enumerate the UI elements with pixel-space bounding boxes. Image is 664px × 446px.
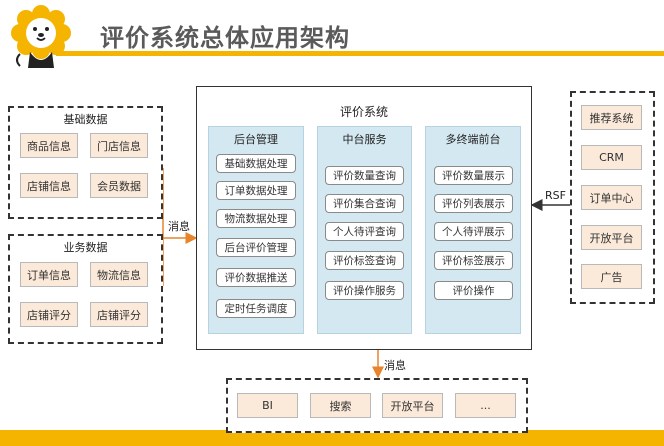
consumer-system-item[interactable]: 推荐系统 [581, 105, 642, 130]
consumer-system-item[interactable]: 订单中心 [581, 185, 642, 210]
page-title: 评价系统总体应用架构 [100, 24, 350, 52]
backend-item[interactable]: 物流数据处理 [216, 209, 296, 228]
column-title: 中台服务 [342, 133, 387, 146]
middle-item[interactable]: 评价操作服务 [325, 281, 404, 300]
consumer-system-item[interactable]: 广告 [581, 264, 642, 289]
basic-data-item[interactable]: 会员数据 [90, 173, 148, 198]
business-data-item[interactable]: 店铺评分 [20, 302, 78, 327]
column-title: 后台管理 [234, 133, 278, 146]
header-divider [56, 51, 664, 56]
column-title: 多终端前台 [445, 133, 501, 146]
business-data-item[interactable]: 订单信息 [20, 262, 78, 287]
backend-item[interactable]: 后台评价管理 [216, 238, 296, 257]
consumer-system-item[interactable]: 开放平台 [581, 225, 642, 250]
downstream-system-item[interactable]: 搜索 [310, 393, 371, 418]
basic-data-item[interactable]: 门店信息 [90, 133, 148, 158]
business-data-item[interactable]: 店铺评分 [90, 302, 148, 327]
backend-item[interactable]: 订单数据处理 [216, 181, 296, 200]
business-data-group: 业务数据 [8, 234, 163, 344]
business-data-title: 业务数据 [63, 241, 108, 254]
frontend-item[interactable]: 评价操作 [434, 281, 513, 300]
middle-item[interactable]: 评价数量查询 [325, 166, 404, 185]
middle-item[interactable]: 评价标签查询 [325, 251, 404, 270]
basic-data-group: 基础数据 [8, 106, 163, 219]
system-title: 评价系统 [339, 105, 388, 119]
rsf-label: RSF [545, 189, 566, 202]
business-data-item[interactable]: 物流信息 [90, 262, 148, 287]
frontend-item[interactable]: 评价数量展示 [434, 166, 513, 185]
frontend-item[interactable]: 评价标签展示 [434, 251, 513, 270]
lion-logo-icon [11, 5, 71, 68]
basic-data-title: 基础数据 [63, 113, 108, 126]
downstream-system-item[interactable]: ... [455, 393, 516, 418]
message-label-bottom: 消息 [384, 359, 406, 372]
backend-item[interactable]: 定时任务调度 [216, 299, 296, 318]
downstream-system-item[interactable]: BI [237, 393, 298, 418]
footer-bar [0, 430, 664, 446]
consumer-system-item[interactable]: CRM [581, 145, 642, 170]
middle-item[interactable]: 个人待评查询 [325, 222, 404, 241]
frontend-item[interactable]: 评价列表展示 [434, 194, 513, 213]
downstream-system-item[interactable]: 开放平台 [382, 393, 443, 418]
middle-item[interactable]: 评价集合查询 [325, 194, 404, 213]
frontend-item[interactable]: 个人待评展示 [434, 222, 513, 241]
basic-data-item[interactable]: 店铺信息 [20, 173, 78, 198]
basic-data-item[interactable]: 商品信息 [20, 133, 78, 158]
backend-item[interactable]: 评价数据推送 [216, 268, 296, 287]
message-label-left: 消息 [168, 220, 190, 233]
backend-item[interactable]: 基础数据处理 [216, 154, 296, 173]
